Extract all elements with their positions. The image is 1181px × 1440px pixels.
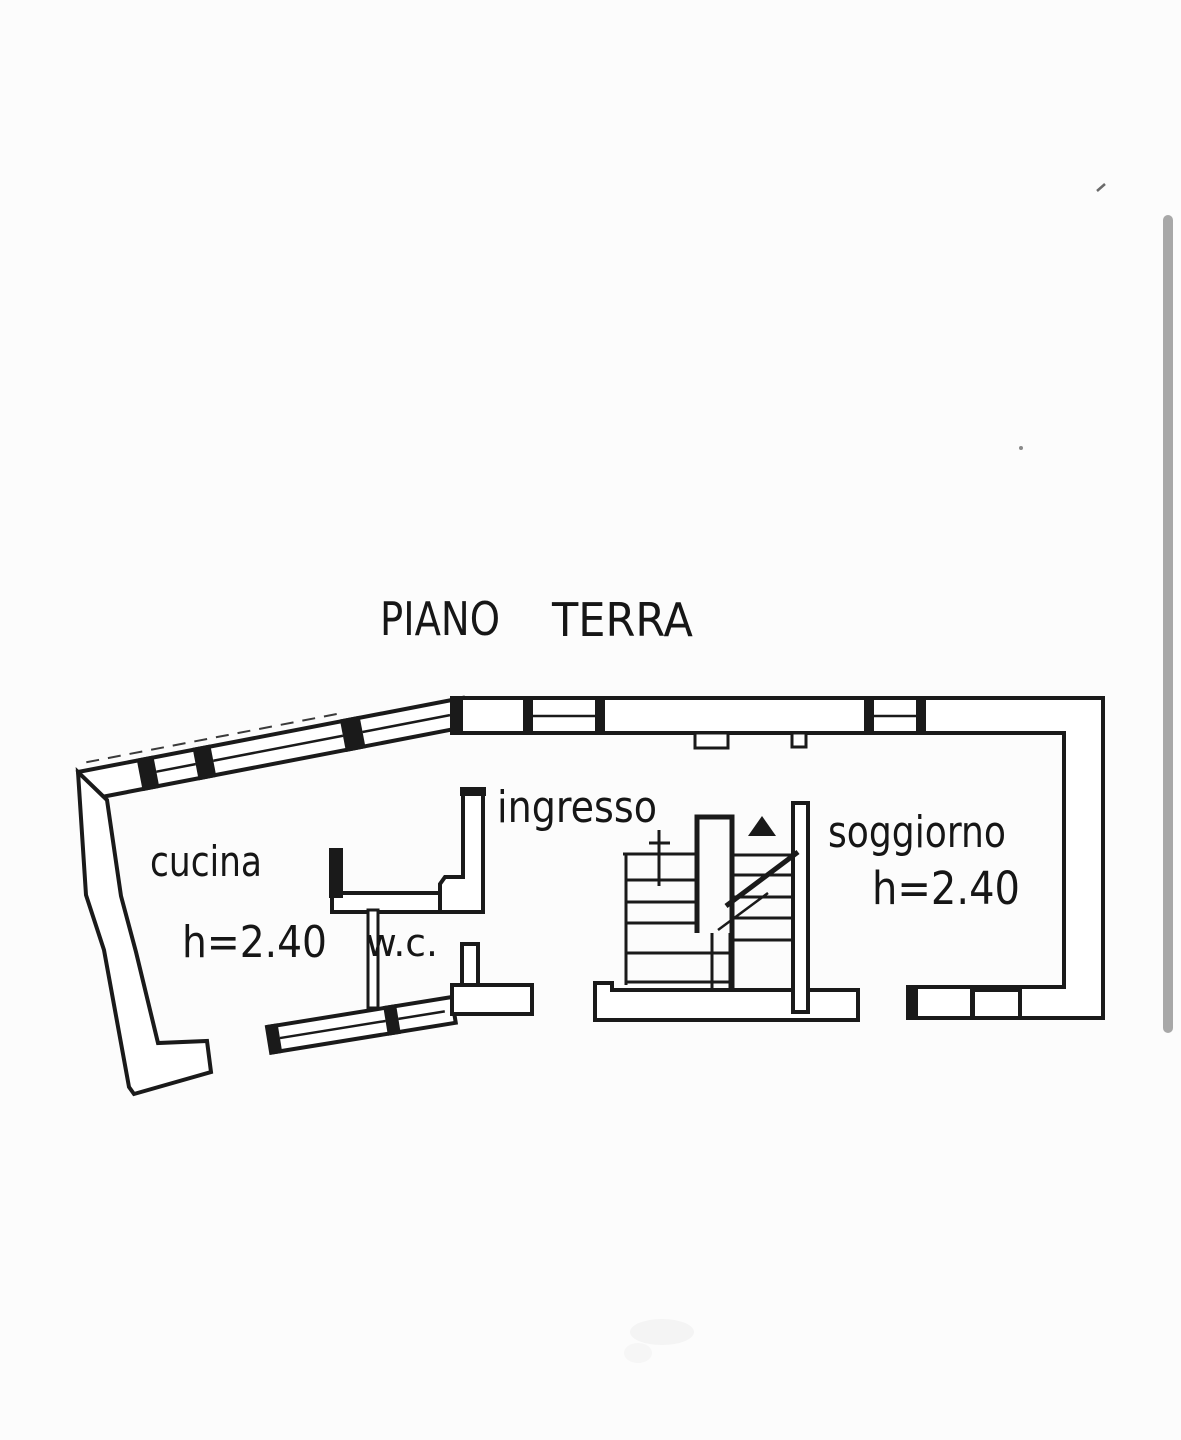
stair-start-mark-icon [649, 830, 670, 886]
room-label-wc: w.c. [366, 921, 438, 965]
page-title-word1: PIANO [380, 592, 500, 646]
wall-pier-notch [790, 731, 808, 749]
room-label-soggiorno: soggiorno [828, 807, 1006, 858]
stair-break-line-icon [717, 850, 800, 932]
wall-stub [329, 848, 343, 898]
interior-partitions [329, 787, 810, 1016]
room-height-cucina: h=2.40 [182, 917, 327, 968]
scrollbar-thumb[interactable] [1163, 215, 1173, 1033]
stair-direction-arrow-icon [748, 816, 776, 836]
page-title-word2: TERRA [551, 593, 693, 647]
room-label-ingresso: ingresso [497, 782, 657, 833]
room-label-cucina: cucina [150, 837, 262, 886]
scan-artifacts [624, 183, 1106, 1363]
room-labels: PIANO TERRA cucina h=2.40 w.c. ingresso … [150, 592, 1020, 968]
staircase [623, 814, 800, 990]
wall-pier-notch [693, 731, 730, 750]
exterior-walls [75, 695, 1105, 1097]
room-height-soggiorno: h=2.40 [872, 862, 1020, 915]
windows [523, 696, 1022, 1020]
